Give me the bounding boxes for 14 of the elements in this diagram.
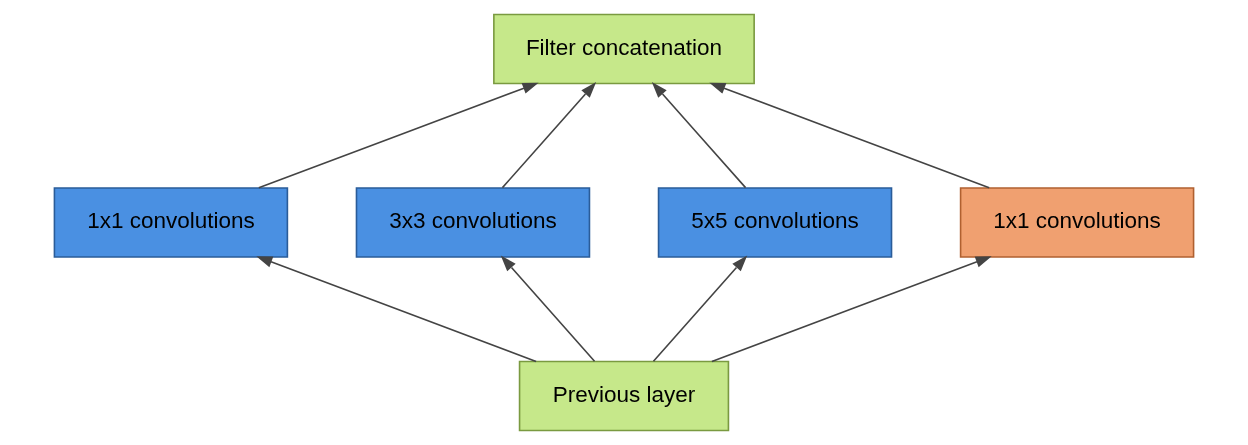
node-box: 3x3 convolutions xyxy=(355,187,591,258)
arrow xyxy=(651,81,747,189)
node-box: 5x5 convolutions xyxy=(657,187,893,258)
node-box: 1x1 convolutions xyxy=(959,187,1195,258)
arrow xyxy=(652,255,748,362)
arrow xyxy=(709,82,990,189)
arrow xyxy=(501,81,597,189)
node-box: Previous layer xyxy=(518,360,730,432)
arrow xyxy=(256,256,537,363)
node-box: 1x1 convolutions xyxy=(53,187,289,258)
arrow xyxy=(500,255,596,362)
arrow xyxy=(258,82,539,189)
node-box: Filter concatenation xyxy=(493,13,755,85)
arrow xyxy=(711,256,992,363)
